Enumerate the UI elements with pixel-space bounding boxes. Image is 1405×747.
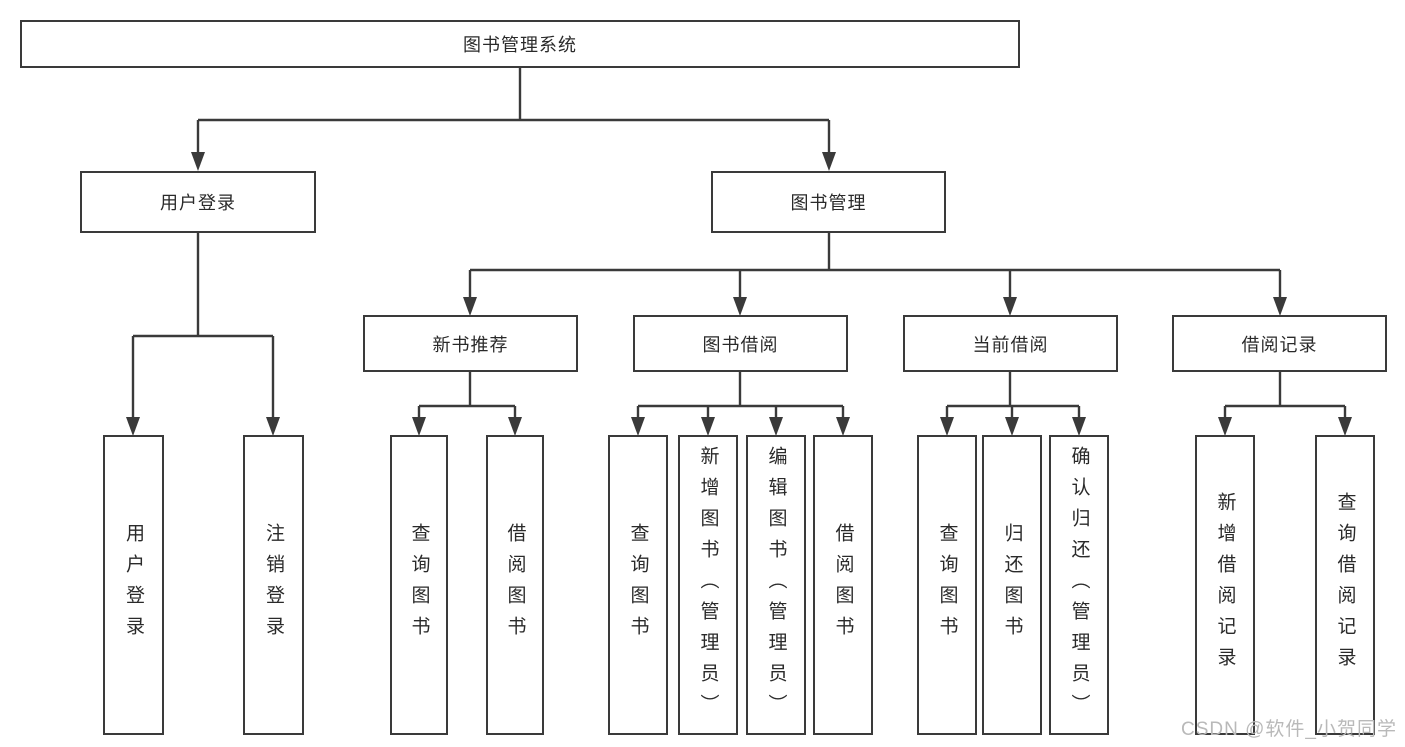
leaf-query-borrow-record: 查询借阅记录 [1315,435,1375,735]
node-label: 图书借阅 [702,334,779,355]
leaf-query-books: 查询图书 [390,435,448,735]
leaf-add-book-admin: 新增图书（管理员） [678,435,738,735]
leaf-label: 查询图书 [936,523,958,647]
node-label: 当前借阅 [972,334,1049,355]
leaf-user-login: 用户登录 [103,435,164,735]
leaf-label: 注销登录 [263,523,284,647]
leaf-confirm-return-admin: 确认归还（管理员） [1049,435,1109,735]
leaf-add-borrow-record: 新增借阅记录 [1195,435,1255,735]
leaf-label: 查询借阅记录 [1334,492,1356,678]
node-label: 新书推荐 [432,334,509,355]
leaf-label: 借阅图书 [832,523,854,647]
leaf-label: 查询图书 [627,523,649,647]
node-new-book-recommend: 新书推荐 [363,315,578,372]
leaf-logout: 注销登录 [243,435,304,735]
leaf-borrow-books: 借阅图书 [486,435,544,735]
leaf-label: 新增借阅记录 [1214,492,1236,678]
node-label: 图书管理 [790,193,867,213]
leaf-label: 借阅图书 [504,523,526,647]
leaf-return-book: 归还图书 [982,435,1042,735]
leaf-borrow-books-2: 借阅图书 [813,435,873,735]
node-book-management: 图书管理 [711,171,946,233]
leaf-label: 归还图书 [1001,523,1023,647]
leaf-label: 确认归还（管理员） [1068,445,1090,725]
node-label: 借阅记录 [1241,334,1318,355]
node-user-login: 用户登录 [80,171,316,233]
node-label: 图书管理系统 [463,35,577,55]
node-borrow-record: 借阅记录 [1172,315,1387,372]
node-book-borrow: 图书借阅 [633,315,848,372]
leaf-query-books-3: 查询图书 [917,435,977,735]
leaf-query-books-2: 查询图书 [608,435,668,735]
leaf-edit-book-admin: 编辑图书（管理员） [746,435,806,735]
leaf-label: 用户登录 [123,523,144,647]
leaf-label: 查询图书 [408,523,430,647]
node-library-system: 图书管理系统 [20,20,1020,68]
leaf-label: 新增图书（管理员） [697,445,719,725]
node-current-borrow: 当前借阅 [903,315,1118,372]
leaf-label: 编辑图书（管理员） [765,445,787,725]
node-label: 用户登录 [160,193,236,213]
